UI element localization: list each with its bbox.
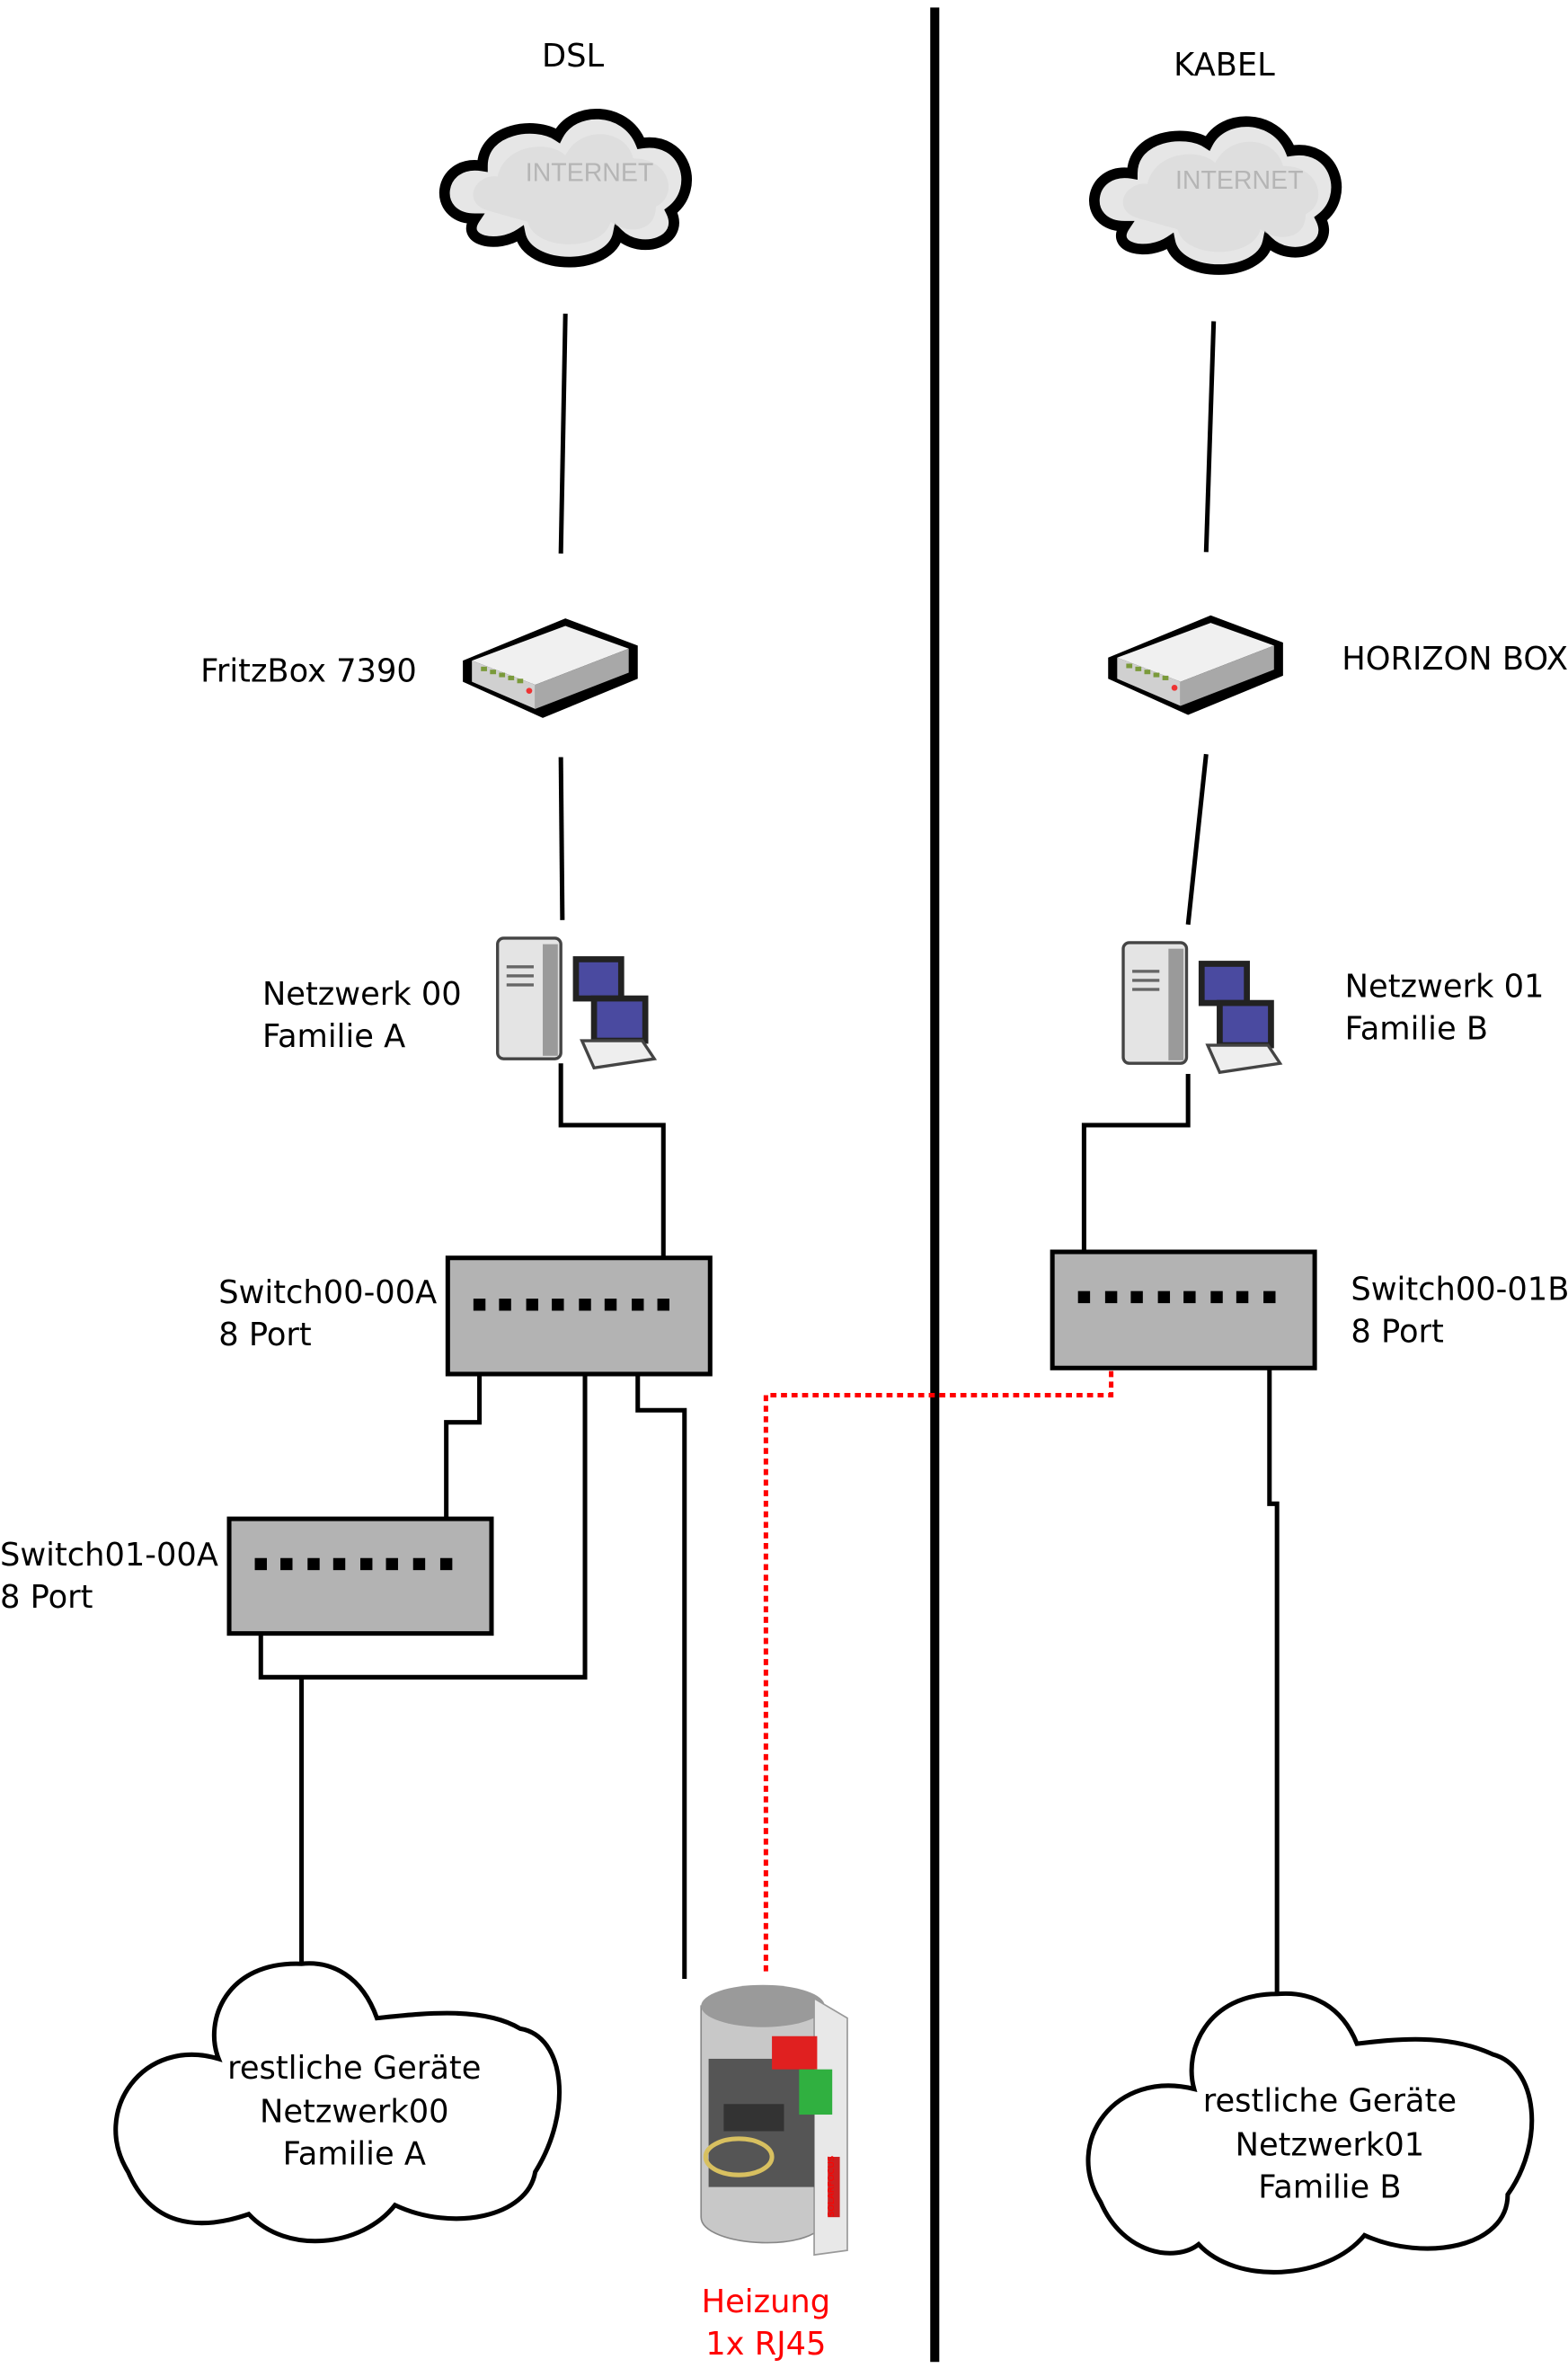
cloud-a-line3: Familie A	[283, 2135, 426, 2172]
network-b-family: Familie B	[1345, 1010, 1488, 1047]
cloud-a-line2: Netzwerk00	[260, 2093, 449, 2130]
router-icon	[1108, 615, 1283, 715]
network-cables	[258, 314, 1280, 1994]
internet-cloud-icon: INTERNET	[445, 114, 687, 262]
cloud-b-line3: Familie B	[1258, 2168, 1401, 2205]
network-a-label: Netzwerk 00	[262, 976, 462, 1013]
computer-icon	[1121, 941, 1282, 1074]
fritzbox-label: FritzBox 7390	[200, 653, 417, 690]
switch00-00a-label: Switch00-00A	[218, 1274, 437, 1311]
heater-icon: SOLARFOCUS	[700, 1984, 848, 2257]
devices-cloud-a: restliche Geräte Netzwerk00 Familie A	[113, 1961, 562, 2244]
computer-icon	[496, 936, 656, 1069]
switch01-00a	[226, 1516, 494, 1636]
internet-cloud-icon: INTERNET	[1094, 121, 1336, 270]
internet-label: INTERNET	[1175, 166, 1304, 195]
heater-port-label: 1x RJ45	[705, 2326, 826, 2363]
heater-label: Heizung	[702, 2284, 830, 2320]
cloud-b-line1: restliche Geräte	[1203, 2083, 1457, 2120]
devices-cloud-b: restliche Geräte Netzwerk01 Familie B	[1085, 1991, 1535, 2275]
network-a-family: Familie A	[262, 1018, 405, 1055]
switch01-00a-ports: 8 Port	[0, 1579, 93, 1616]
internet-label: INTERNET	[526, 158, 654, 187]
heater-brand: SOLARFOCUS	[827, 2156, 837, 2217]
router-icon	[463, 618, 638, 718]
horizon-box-label: HORIZON BOX	[1342, 641, 1568, 678]
cloud-a-line1: restliche Geräte	[227, 2050, 481, 2087]
network-b-label: Netzwerk 01	[1345, 968, 1545, 1005]
cloud-b-line2: Netzwerk01	[1236, 2126, 1425, 2163]
heater-link-cable	[763, 1297, 1114, 1973]
switch00-00a	[445, 1255, 713, 1377]
switch00-01b-label: Switch00-01B	[1351, 1272, 1568, 1308]
switch00-00a-ports: 8 Port	[218, 1317, 311, 1353]
switch00-01b	[1050, 1249, 1317, 1370]
switch01-00a-label: Switch01-00A	[0, 1537, 218, 1574]
kabel-title: KABEL	[1174, 47, 1275, 84]
switch00-01b-ports: 8 Port	[1351, 1314, 1443, 1351]
dsl-title: DSL	[542, 38, 604, 75]
